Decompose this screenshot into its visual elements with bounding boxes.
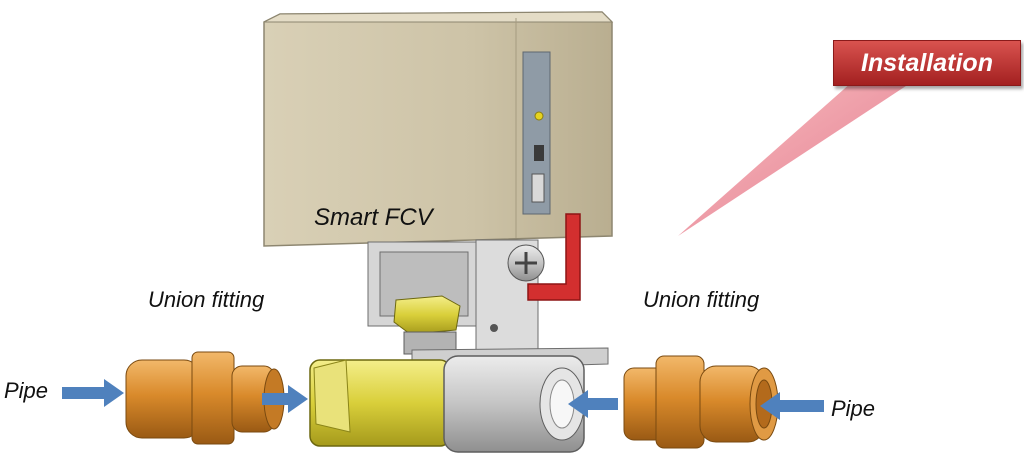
arrow-left-icon	[568, 390, 618, 418]
mounting-bracket	[367, 239, 545, 353]
ball-valve	[309, 347, 609, 453]
union-fitting-left	[125, 351, 285, 445]
flow-arrows	[62, 379, 824, 420]
smart-fcv-label: Smart FCV	[314, 204, 433, 231]
stem-nut	[393, 295, 461, 355]
pipe-right-label: Pipe	[831, 396, 876, 421]
union-fitting-left-label: Union fitting	[148, 287, 265, 312]
arrow-right-icon	[62, 379, 124, 407]
smart-fcv-actuator	[263, 11, 614, 247]
arrow-right-icon	[262, 385, 308, 413]
pipe-left-label: Pipe	[4, 378, 49, 403]
installation-label: Installation	[861, 48, 993, 77]
arrow-left-icon	[760, 392, 824, 420]
union-fitting-right	[623, 355, 779, 449]
callout-pointer	[678, 82, 912, 236]
installation-badge: Installation	[833, 40, 1021, 86]
red-handle	[527, 213, 581, 301]
union-fitting-right-label: Union fitting	[643, 287, 760, 312]
status-led-icon	[534, 111, 544, 121]
